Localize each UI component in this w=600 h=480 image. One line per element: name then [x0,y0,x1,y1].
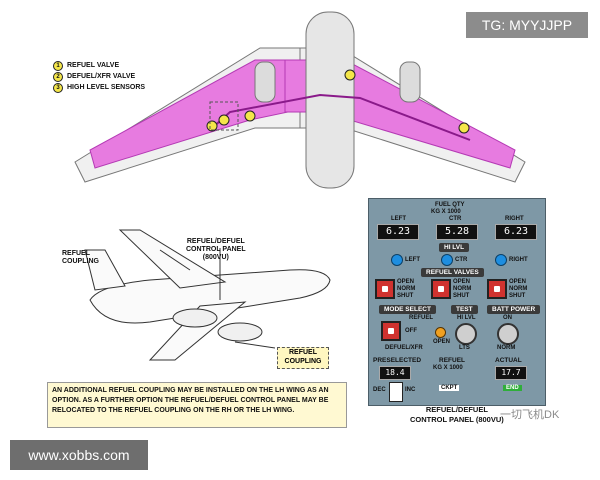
test-header: TEST [451,305,478,314]
preselected-label: PRESELECTED [373,357,422,364]
batt-norm-label: NORM [497,345,516,351]
valve-right-norm: NORM [509,286,528,292]
batt-on-label: ON [503,315,512,321]
valve-ctr-norm: NORM [453,286,472,292]
qty-ctr-display: 5.28 [436,224,478,240]
refuel-coupling-label: REFUEL COUPLING [62,250,99,265]
hi-lvl-right-label: RIGHT [509,257,528,263]
legend-item: 1 REFUEL VALVE [53,60,145,71]
hi-lvl-ctr-light [441,254,453,266]
valve-right-shut: SHUT [509,293,526,299]
valve-ctr-switch[interactable] [431,279,451,299]
valve-right-open: OPEN [509,279,527,285]
hi-lvl-header: HI LVL [439,243,470,252]
ckpt-button[interactable]: CKPT [439,385,460,391]
legend-number: 3 [53,82,63,93]
hi-lvl-right-light [495,254,507,266]
watermark-top: TG: MYYJJPP [466,12,588,38]
legend-text: DEFUEL/XFR VALVE [67,73,136,80]
open-label: OPEN [433,339,451,345]
watermark-bottom: www.xobbs.com [10,440,148,470]
aircraft-illustration [84,229,331,361]
wing-diagram [74,11,526,189]
inc-label: INC [405,387,416,393]
legend: 1 REFUEL VALVE 2 DEFUEL/XFR VALVE 3 HIGH… [53,60,145,93]
test-lts-label: LTS [459,345,470,351]
refuel-valves-header: REFUEL VALVES [421,268,484,277]
mode-refuel-label: REFUEL [409,315,433,321]
legend-number: 1 [53,60,63,71]
valve-left-open: OPEN [397,279,415,285]
end-light: END [503,385,522,391]
hi-lvl-left-label: LEFT [405,257,420,263]
legend-text: HIGH LEVEL SENSORS [67,84,146,91]
qty-right-display: 6.23 [495,224,537,240]
qty-left-display: 6.23 [377,224,419,240]
refuel-unit-label: KG X 1000 [433,365,463,371]
panel-caption: REFUEL/DEFUEL CONTROL PANEL (800VU) [410,405,504,424]
mode-defuel-label: DEFUEL/XFR [385,345,423,351]
mode-select-header: MODE SELECT [379,305,436,314]
actual-display: 17.7 [495,366,527,380]
preselected-display: 18.4 [379,366,411,380]
watermark-overlay: 一切飞机DK [500,409,560,421]
test-hi-lvl-label: HI LVL [457,315,476,321]
dec-inc-rocker[interactable] [389,382,403,402]
refuel-control-panel: FUEL QTY KG X 1000 LEFT CTR RIGHT 6.23 5… [368,198,546,406]
refuel-label: REFUEL [439,357,465,364]
refuel-coupling-callout: REFUEL COUPLING [277,347,329,369]
control-panel-label: REFUEL/DEFUEL CONTROL PANEL (800VU) [186,238,246,261]
test-toggle[interactable] [455,323,477,345]
fuel-qty-title: FUEL QTY [435,202,465,208]
legend-text: REFUEL VALVE [67,62,120,69]
legend-item: 2 DEFUEL/XFR VALVE [53,71,145,82]
legend-item: 3 HIGH LEVEL SENSORS [53,82,145,93]
note-box: AN ADDITIONAL REFUEL COUPLING MAY BE INS… [47,382,347,428]
valve-ctr-shut: SHUT [453,293,470,299]
col-left-label: LEFT [391,216,406,222]
open-indicator-light [435,327,446,338]
valve-left-norm: NORM [397,286,416,292]
col-right-label: RIGHT [505,216,524,222]
valve-ctr-open: OPEN [453,279,471,285]
batt-power-header: BATT POWER [487,305,541,314]
valve-left-switch[interactable] [375,279,395,299]
actual-label: ACTUAL [495,357,522,364]
mode-off-label: OFF [405,328,417,334]
mode-select-switch[interactable] [381,321,401,341]
valve-right-switch[interactable] [487,279,507,299]
legend-number: 2 [53,71,63,82]
valve-left-shut: SHUT [397,293,414,299]
col-ctr-label: CTR [449,216,462,222]
batt-power-toggle[interactable] [497,323,519,345]
hi-lvl-left-light [391,254,403,266]
hi-lvl-ctr-label: CTR [455,257,468,263]
dec-label: DEC [373,387,386,393]
fuel-qty-unit: KG X 1000 [431,209,461,215]
